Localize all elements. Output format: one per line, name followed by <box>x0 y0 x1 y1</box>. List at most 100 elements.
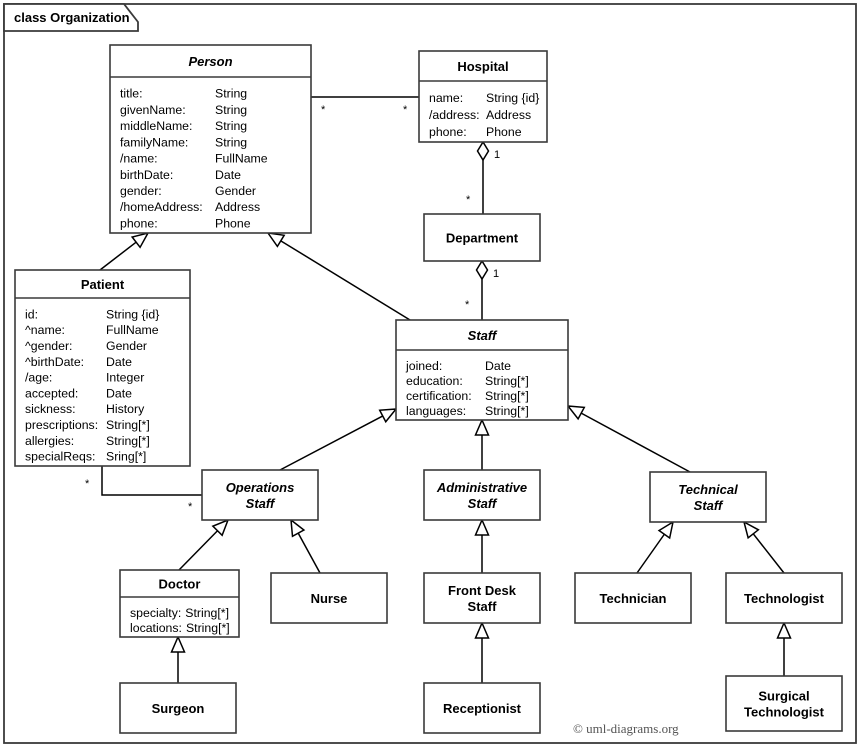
generalization-line[interactable] <box>752 533 785 574</box>
generalization[interactable] <box>474 621 490 683</box>
class-box-outline[interactable] <box>725 675 843 732</box>
attribute-type: Gender <box>215 184 256 198</box>
diagram-frame: class Organization <box>3 3 857 744</box>
attribute-type: String {id} <box>486 91 539 105</box>
class-name: Administrative <box>436 480 527 495</box>
class-box-outline[interactable] <box>270 572 388 624</box>
watermark-layer: © uml-diagrams.org <box>573 721 679 736</box>
class-box-outline[interactable] <box>423 213 541 262</box>
generalization-arrowhead <box>566 405 586 421</box>
class-box[interactable]: Staffjoined:Dateeducation:String[*]certi… <box>395 319 569 421</box>
generalization[interactable] <box>474 518 490 573</box>
class-box[interactable]: Doctorspecialty:String[*]locations:Strin… <box>119 569 240 638</box>
attribute-name: name: <box>429 91 463 105</box>
class-box-outline[interactable] <box>649 471 767 523</box>
generalization[interactable] <box>266 232 411 321</box>
attribute-name: title: <box>120 87 143 101</box>
generalization[interactable] <box>474 418 490 470</box>
association[interactable] <box>101 466 202 496</box>
class-box[interactable]: Technologist <box>725 572 843 624</box>
generalization[interactable] <box>742 520 785 574</box>
generalization[interactable] <box>566 405 691 473</box>
attribute-name: /homeAddress: <box>120 200 203 214</box>
attribute-name: languages: <box>406 404 466 418</box>
attribute-name: locations: <box>130 621 182 635</box>
generalization-arrowhead <box>657 520 675 540</box>
attribute-type: Date <box>106 355 132 369</box>
class-layer: Persontitle:StringgivenName:Stringmiddle… <box>14 44 843 734</box>
aggregation[interactable] <box>475 259 489 320</box>
class-name: Technical <box>678 482 738 497</box>
generalization-line[interactable] <box>636 533 665 574</box>
attribute-type: String {id} <box>106 307 159 321</box>
generalization-arrowhead <box>378 408 398 424</box>
class-box-outline[interactable] <box>423 469 541 521</box>
class-box[interactable]: Persontitle:StringgivenName:Stringmiddle… <box>109 44 312 234</box>
generalization[interactable] <box>99 231 150 271</box>
class-box-outline[interactable] <box>725 572 843 624</box>
class-box-outline[interactable] <box>423 572 541 624</box>
class-name: Department <box>446 231 519 246</box>
generalization-arrowhead <box>474 418 490 436</box>
attribute-name: ^birthDate: <box>25 355 84 369</box>
class-box-outline[interactable] <box>418 50 548 143</box>
class-name: Surgical <box>758 689 809 704</box>
generalization-line[interactable] <box>297 532 321 574</box>
frame-tab <box>3 3 139 32</box>
class-box-outline[interactable] <box>201 469 319 521</box>
attribute-name: middleName: <box>120 119 192 133</box>
generalization[interactable] <box>178 518 230 571</box>
generalization[interactable] <box>170 635 186 683</box>
class-box-outline[interactable] <box>119 682 237 734</box>
class-name: Staff <box>468 496 498 511</box>
class-box[interactable]: Technician <box>574 572 692 624</box>
generalization-line[interactable] <box>280 240 411 321</box>
association-line[interactable] <box>101 466 202 496</box>
aggregation[interactable] <box>476 140 490 214</box>
attribute-name: education: <box>406 374 463 388</box>
attribute-type: String <box>215 87 247 101</box>
aggregation-diamond <box>475 259 489 281</box>
class-box[interactable]: Nurse <box>270 572 388 624</box>
attribute-type: Gender <box>106 339 147 353</box>
attribute-type: String[*] <box>185 606 229 620</box>
attribute-name: givenName: <box>120 103 186 117</box>
class-box-outline[interactable] <box>119 569 240 638</box>
class-name: Patient <box>81 277 125 292</box>
generalization[interactable] <box>636 520 675 574</box>
attribute-name: birthDate: <box>120 168 173 182</box>
generalization-arrowhead <box>290 518 306 538</box>
class-box-outline[interactable] <box>423 682 541 734</box>
attribute-type: Integer <box>106 371 144 385</box>
attribute-type: String <box>215 103 247 117</box>
class-name: Hospital <box>457 59 508 74</box>
class-box[interactable]: Surgeon <box>119 682 237 734</box>
relationship-layer <box>99 96 792 683</box>
frame-label: class Organization <box>14 10 130 25</box>
generalization-line[interactable] <box>279 415 384 471</box>
class-attribute: locations:String[*] <box>130 621 230 635</box>
generalization-line[interactable] <box>178 530 219 571</box>
attribute-name: familyName: <box>120 135 188 149</box>
generalization-line[interactable] <box>99 241 137 271</box>
attribute-type: String[*] <box>485 404 529 418</box>
generalization-line[interactable] <box>580 412 691 473</box>
attribute-type: String[*] <box>485 389 529 403</box>
class-box-outline[interactable] <box>395 319 569 421</box>
attribute-name: phone: <box>120 216 158 230</box>
generalization-arrowhead <box>170 635 186 653</box>
class-box[interactable]: Receptionist <box>423 682 541 734</box>
generalization[interactable] <box>279 408 398 471</box>
class-box-outline[interactable] <box>14 269 191 467</box>
class-box[interactable]: Department <box>423 213 541 262</box>
generalization[interactable] <box>290 518 321 574</box>
generalization[interactable] <box>776 621 792 676</box>
class-box-outline[interactable] <box>574 572 692 624</box>
